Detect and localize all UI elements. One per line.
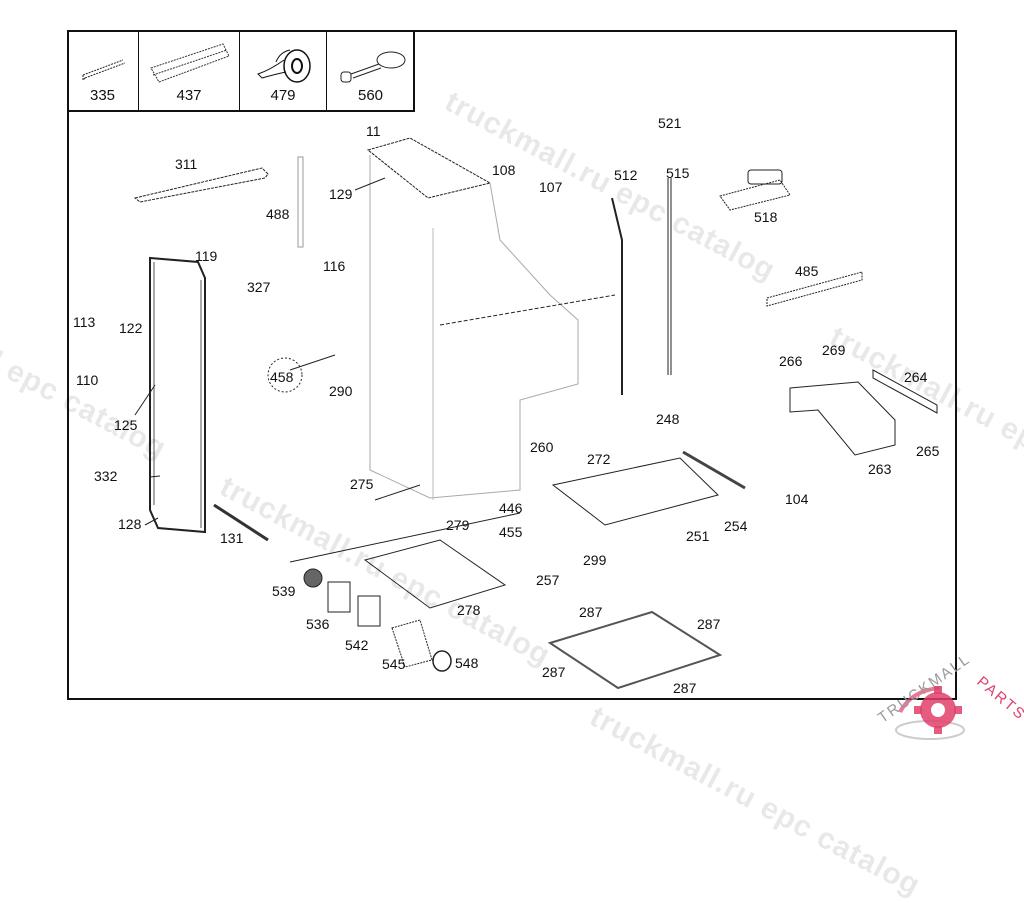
part-label[interactable]: 129 [329, 186, 353, 202]
key-icon [340, 51, 406, 83]
part-label[interactable]: 125 [114, 417, 138, 433]
part-264-strip [872, 369, 938, 414]
part-label[interactable]: 269 [822, 342, 846, 358]
part-539-grille [303, 568, 323, 588]
part-label[interactable]: 536 [306, 616, 330, 632]
part-label[interactable]: 545 [382, 656, 406, 672]
part-label[interactable]: 327 [247, 279, 271, 295]
part-label[interactable]: 266 [779, 353, 803, 369]
part-label[interactable]: 515 [666, 165, 690, 181]
legend-label: 479 [270, 87, 296, 104]
part-label[interactable]: 248 [656, 411, 680, 427]
part-label[interactable]: 108 [492, 162, 516, 178]
part-label[interactable]: 260 [530, 439, 554, 455]
part-label[interactable]: 107 [539, 179, 563, 195]
part-label[interactable]: 299 [583, 552, 607, 568]
panel-strip-icon [150, 43, 230, 83]
part-542-flange [357, 595, 381, 627]
part-515-rod [667, 178, 672, 375]
tape-roll-icon [257, 49, 311, 83]
part-label[interactable]: 113 [73, 314, 96, 330]
strip-icon [82, 59, 126, 82]
legend-item-560[interactable]: 560 [327, 30, 414, 110]
part-label[interactable]: 458 [270, 369, 294, 385]
part-label[interactable]: 278 [457, 602, 481, 618]
part-label[interactable]: 548 [455, 655, 479, 671]
part-512-rod [611, 197, 623, 395]
part-458-callout [267, 357, 303, 393]
part-label[interactable]: 251 [686, 528, 710, 544]
part-label[interactable]: 287 [697, 616, 721, 632]
part-545-tube [391, 619, 433, 668]
part-332-frame [149, 256, 206, 534]
part-label[interactable]: 128 [118, 516, 142, 532]
part-label[interactable]: 287 [542, 664, 566, 680]
part-label[interactable]: 264 [904, 369, 928, 385]
part-label[interactable]: 257 [536, 572, 560, 588]
part-label[interactable]: 521 [658, 115, 682, 131]
part-11-top [366, 137, 492, 199]
legend-item-437[interactable]: 437 [139, 30, 240, 110]
part-label[interactable]: 11 [366, 123, 381, 139]
part-label[interactable]: 265 [916, 443, 940, 459]
part-278-plate [289, 512, 521, 609]
part-488-rod [297, 156, 304, 248]
legend-label: 335 [89, 87, 116, 104]
part-label[interactable]: 542 [345, 637, 369, 653]
legend-strip: 335 437 479 560 [67, 30, 415, 112]
part-label[interactable]: 287 [579, 604, 603, 620]
part-272-tray [551, 457, 719, 526]
part-label[interactable]: 512 [614, 167, 638, 183]
gear-logo-icon [895, 686, 965, 740]
part-263-cover [789, 381, 896, 456]
part-label[interactable]: 119 [195, 248, 218, 264]
part-label[interactable]: 254 [724, 518, 748, 534]
part-label[interactable]: 539 [272, 583, 296, 599]
part-label[interactable]: 116 [323, 258, 346, 274]
part-label[interactable]: 122 [119, 320, 143, 336]
part-11-housing [369, 155, 579, 499]
part-131-rod [213, 503, 269, 542]
truckmall-parts-logo: TRUCKMALL PARTS [860, 650, 1024, 748]
legend-label: 560 [357, 87, 384, 104]
part-label[interactable]: 446 [499, 500, 523, 516]
part-label[interactable]: 518 [754, 209, 778, 225]
part-label[interactable]: 290 [329, 383, 353, 399]
part-label[interactable]: 263 [868, 461, 892, 477]
legend-item-479[interactable]: 479 [240, 30, 327, 110]
exploded-parts-drawing [0, 0, 938, 690]
part-485-strip [766, 271, 863, 307]
part-label[interactable]: 272 [587, 451, 611, 467]
part-label[interactable]: 485 [795, 263, 819, 279]
diagram-frame [67, 30, 957, 700]
part-label[interactable]: 104 [785, 491, 809, 507]
part-548-clamp [432, 650, 452, 672]
legend-label: 437 [176, 87, 202, 104]
part-label[interactable]: 332 [94, 468, 118, 484]
part-311-rail [133, 167, 269, 203]
part-536-flange [327, 581, 351, 613]
part-label[interactable]: 279 [446, 517, 470, 533]
part-label[interactable]: 311 [175, 156, 198, 172]
legend-item-335[interactable]: 335 [67, 30, 139, 110]
part-518-block [719, 179, 791, 211]
part-label[interactable]: 275 [350, 476, 374, 492]
part-label[interactable]: 287 [673, 680, 697, 696]
part-label[interactable]: 455 [499, 524, 523, 540]
part-label[interactable]: 131 [220, 530, 244, 546]
part-label[interactable]: 110 [76, 372, 99, 388]
part-label[interactable]: 488 [266, 206, 290, 222]
part-287-gasket [547, 610, 723, 690]
